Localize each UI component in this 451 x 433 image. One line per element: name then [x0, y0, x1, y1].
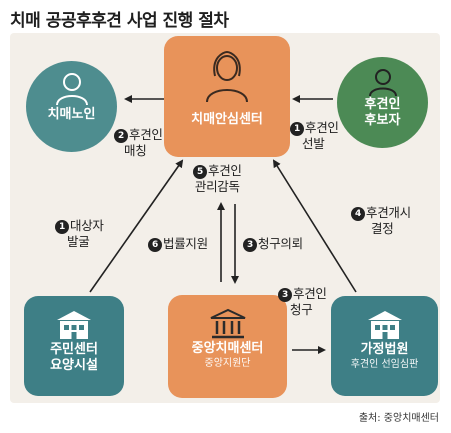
page-title: 치매 공공후후견 사업 진행 절차	[10, 11, 229, 31]
node-dementia-center: 치매안심센터	[164, 36, 290, 157]
step-number-badge: 3	[243, 238, 257, 252]
step-number-badge: 3	[278, 288, 292, 302]
arrow-court-to-center	[272, 159, 357, 293]
step-number-badge: 6	[148, 238, 162, 252]
source-credit: 출처: 중앙치매센터	[358, 413, 439, 424]
node-facility-label-2: 요양시설	[50, 358, 98, 373]
node-elderly: 치매노인	[26, 61, 117, 152]
node-guardian-label-1: 후견인	[364, 97, 401, 112]
node-court-sublabel: 후견인 선임심판	[350, 359, 419, 370]
woman-icon	[206, 50, 248, 103]
step-number-badge: 4	[351, 207, 365, 221]
node-family-court: 가정법원 후견인 선임심판	[331, 296, 438, 396]
node-central-label: 중앙치매센터	[191, 341, 264, 356]
step-number-badge: 1	[55, 220, 69, 234]
building-icon	[57, 311, 91, 339]
person-icon	[55, 73, 88, 106]
court-building-icon	[367, 311, 402, 339]
node-guardian-candidate: 후견인 후보자	[337, 57, 428, 148]
step-number-badge: 5	[193, 165, 207, 179]
node-facility-label-1: 주민센터	[50, 342, 98, 357]
step-number-badge: 1	[290, 122, 304, 136]
node-elderly-label: 치매노인	[47, 107, 96, 122]
institution-icon	[210, 308, 245, 339]
node-community-facility: 주민센터 요양시설	[24, 296, 124, 396]
node-guardian-label-2: 후보자	[364, 113, 401, 128]
person-icon	[368, 69, 397, 97]
arrow-facility-to-center	[89, 159, 184, 293]
node-central-sublabel: 중앙지원단	[204, 358, 251, 369]
node-dementia-center-label: 치매안심센터	[191, 112, 263, 127]
node-court-label: 가정법원	[360, 342, 409, 357]
step-number-badge: 2	[114, 129, 128, 143]
node-central-dementia-center: 중앙치매센터 중앙지원단	[168, 295, 287, 398]
